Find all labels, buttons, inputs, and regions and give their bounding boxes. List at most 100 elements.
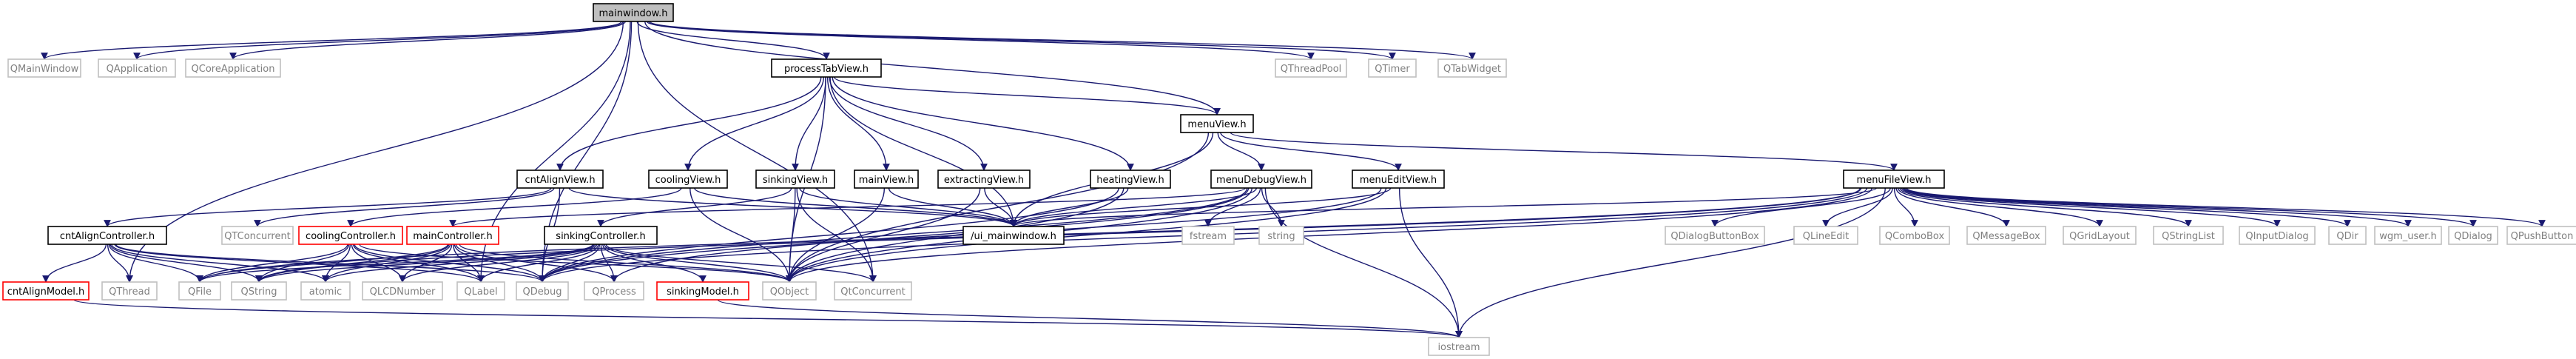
node-QDialog: QDialog — [2448, 226, 2498, 245]
edge-menuDebugView_h-to-iostream — [1264, 187, 1463, 338]
node-menuFileView-h[interactable]: menuFileView.h — [1843, 170, 1945, 189]
node-label: sinkingView.h — [763, 175, 828, 186]
node-box — [406, 226, 499, 245]
edge-cntAlignView_h-to-QTConcurrent — [254, 187, 555, 227]
node-cntAlignController-h[interactable]: cntAlignController.h — [47, 226, 167, 245]
node-label: mainwindow.h — [599, 8, 668, 19]
edge-sinkingController_h-to-QProcess — [600, 244, 618, 283]
node-label: QLabel — [464, 286, 497, 298]
node-mainView-h[interactable]: mainView.h — [854, 170, 919, 189]
node-box — [101, 281, 158, 301]
edge-menuDebugView_h-to-mainController_h — [449, 187, 1246, 227]
edge-sinkingController_h-to-QObject — [604, 244, 793, 283]
edge-processTabView_h-to-menuView_h — [833, 76, 1221, 115]
node-QDebug: QDebug — [516, 281, 569, 301]
node-QGridLayout: QGridLayout — [2063, 226, 2137, 245]
node-label: QTConcurrent — [224, 231, 291, 242]
node-QProcess: QProcess — [584, 281, 644, 301]
node-label: QLineEdit — [1803, 231, 1850, 242]
node-box — [771, 58, 882, 78]
edge-sinkingView_h-to-sinkingController_h — [597, 187, 792, 227]
node-wgm-user-h: wgm_user.h — [2374, 226, 2442, 245]
node-box — [185, 58, 281, 78]
edge-sinkingModel_h-to-iostream — [717, 299, 1463, 338]
edge-coolingController_h-to-QFile — [196, 244, 348, 283]
edge-menuFileView_h-to-QInputDialog — [1901, 187, 2281, 227]
edge-menuEditView_h-to-iostream — [1398, 187, 1463, 338]
edge-cntAlignController_h-to-QFile — [108, 244, 203, 283]
node-box — [2448, 226, 2498, 245]
node-box — [1437, 58, 1507, 78]
edge-coolingView_h-to-coolingController_h — [347, 187, 682, 227]
node-label: QGridLayout — [2069, 231, 2130, 242]
node-label: sinkingController.h — [556, 231, 645, 242]
node-coolingController-h[interactable]: coolingController.h — [298, 226, 403, 245]
node-box — [1090, 170, 1171, 189]
node-sinkingView-h[interactable]: sinkingView.h — [755, 170, 835, 189]
edge-menuDebugView_h-to-QProcess — [610, 187, 1250, 283]
node-menuView-h[interactable]: menuView.h — [1180, 114, 1254, 133]
node-QDialogButtonBox: QDialogButtonBox — [1665, 226, 1765, 245]
node-processTabView-h[interactable]: processTabView.h — [771, 58, 882, 78]
node-box — [456, 281, 505, 301]
edge-heatingView_h-to-QDebug — [539, 187, 1119, 283]
edge-menuView_h-to-menuDebugView_h — [1217, 132, 1265, 171]
node-box — [584, 281, 644, 301]
node-box — [1275, 58, 1347, 78]
node-QLineEdit: QLineEdit — [1793, 226, 1858, 245]
node-mainwindow-h[interactable]: mainwindow.h — [593, 3, 674, 22]
node-box — [1210, 170, 1312, 189]
node-label: QThread — [109, 286, 150, 298]
node-coolingView-h[interactable]: coolingView.h — [648, 170, 728, 189]
node-cntAlignModel-h[interactable]: cntAlignModel.h — [2, 281, 90, 301]
node-ui-mainwindow-h[interactable]: /ui_mainwindow.h — [962, 226, 1065, 245]
node-heatingView-h[interactable]: heatingView.h — [1090, 170, 1171, 189]
node-box — [2374, 226, 2442, 245]
edge-processTabView_h-to-mainView_h — [826, 76, 890, 171]
node-cntAlignView-h[interactable]: cntAlignView.h — [516, 170, 604, 189]
node-string: string — [1258, 226, 1304, 245]
node-QtConcurrent: QtConcurrent — [834, 281, 912, 301]
node-menuDebugView-h[interactable]: menuDebugView.h — [1210, 170, 1312, 189]
edge-processTabView_h-to-sinkingView_h — [792, 76, 826, 171]
node-box — [1180, 114, 1254, 133]
node-sinkingModel-h[interactable]: sinkingModel.h — [656, 281, 749, 301]
edge-extractingView_h-to-QObject — [786, 187, 981, 283]
node-QDir: QDir — [2328, 226, 2367, 245]
node-label: QApplication — [107, 64, 168, 75]
edge-coolingController_h-to-QLabel — [352, 244, 485, 283]
node-mainController-h[interactable]: mainController.h — [406, 226, 499, 245]
edge-coolingController_h-to-QDebug — [354, 244, 546, 283]
edge-menuFileView_h-to-wgm_user_h — [1904, 187, 2412, 227]
edge-sinkingController_h-to-sinkingModel_h — [602, 244, 707, 283]
node-box — [1879, 226, 1950, 245]
edge-mainView_h-to-QObject — [786, 187, 886, 283]
node-QTimer: QTimer — [1368, 58, 1417, 78]
node-QInputDialog: QInputDialog — [2239, 226, 2316, 245]
node-label: menuFileView.h — [1857, 175, 1932, 186]
node-menuEditView-h[interactable]: menuEditView.h — [1352, 170, 1445, 189]
node-box — [962, 226, 1065, 245]
edge-sinkingController_h-to-QtConcurrent — [605, 244, 877, 283]
node-label: QCoreApplication — [192, 64, 275, 75]
node-box — [854, 170, 919, 189]
node-sinkingController-h[interactable]: sinkingController.h — [544, 226, 658, 245]
edge-sinkingController_h-to-QFile — [196, 244, 593, 283]
node-label: QPushButton — [2511, 231, 2574, 242]
edge-mainwindow_h-to-QTimer — [647, 21, 1396, 60]
node-extractingView-h[interactable]: extractingView.h — [937, 170, 1031, 189]
edge-menuFileView_h-to-QStringList — [1899, 187, 2192, 227]
edge-cntAlignController_h-to-QThread — [107, 244, 133, 283]
node-QThread: QThread — [101, 281, 158, 301]
edge-menuFileView_h-to-QObject — [786, 187, 1872, 283]
edge-menuView_h-to-menuFileView_h — [1230, 132, 1898, 171]
node-label: QStringList — [2162, 231, 2215, 242]
edge-menuView_h-to-menuEditView_h — [1220, 132, 1402, 171]
node-box — [516, 281, 569, 301]
edge-processTabView_h-to-heatingView_h — [832, 76, 1134, 171]
node-box — [1428, 337, 1490, 356]
node-label: mainController.h — [413, 231, 493, 242]
node-QStringList: QStringList — [2153, 226, 2224, 245]
edge-sinkingView_h-to-ui_mainwindow_h — [799, 187, 1017, 227]
